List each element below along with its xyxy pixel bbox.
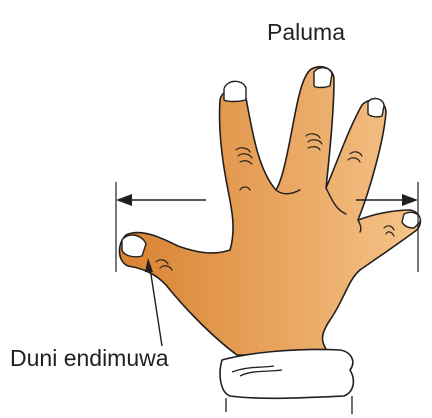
label-paluma: Paluma bbox=[267, 19, 345, 45]
nail-index bbox=[224, 81, 246, 101]
shirt-cuff bbox=[220, 349, 353, 398]
nail-thumb bbox=[122, 235, 146, 257]
nail-ring bbox=[368, 99, 384, 117]
label-duni-endimuwa: Duni endimuwa bbox=[10, 345, 169, 371]
nail-middle bbox=[314, 68, 332, 88]
arrowhead-left-icon bbox=[116, 194, 132, 206]
arrowhead-right-icon bbox=[402, 194, 418, 206]
